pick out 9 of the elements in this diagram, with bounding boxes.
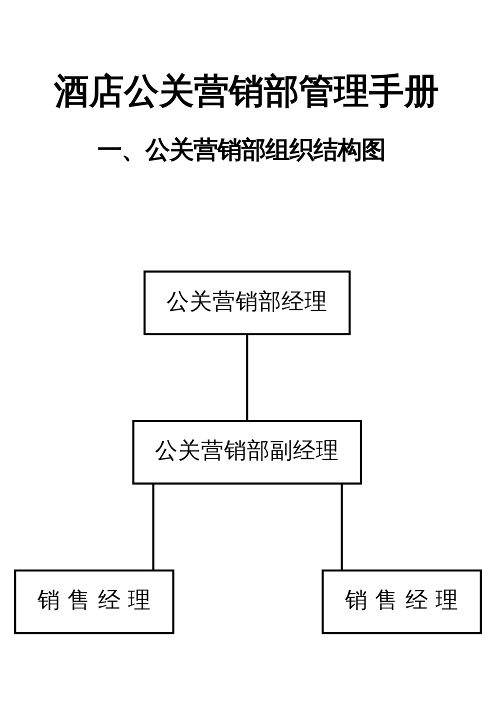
node-box: 销 售 经 理 [322,568,482,634]
node-box: 公关营销部副经理 [132,419,362,484]
diagram-title: 酒店公关营销部管理手册 [54,71,440,112]
label: 一、公关营销部组织结构图 [98,134,386,164]
connector [152,484,154,570]
connector [246,334,248,420]
connector [340,484,343,570]
node-box: 公关营销部经理 [144,270,351,335]
node-box: 销 售 经 理 [14,568,174,634]
